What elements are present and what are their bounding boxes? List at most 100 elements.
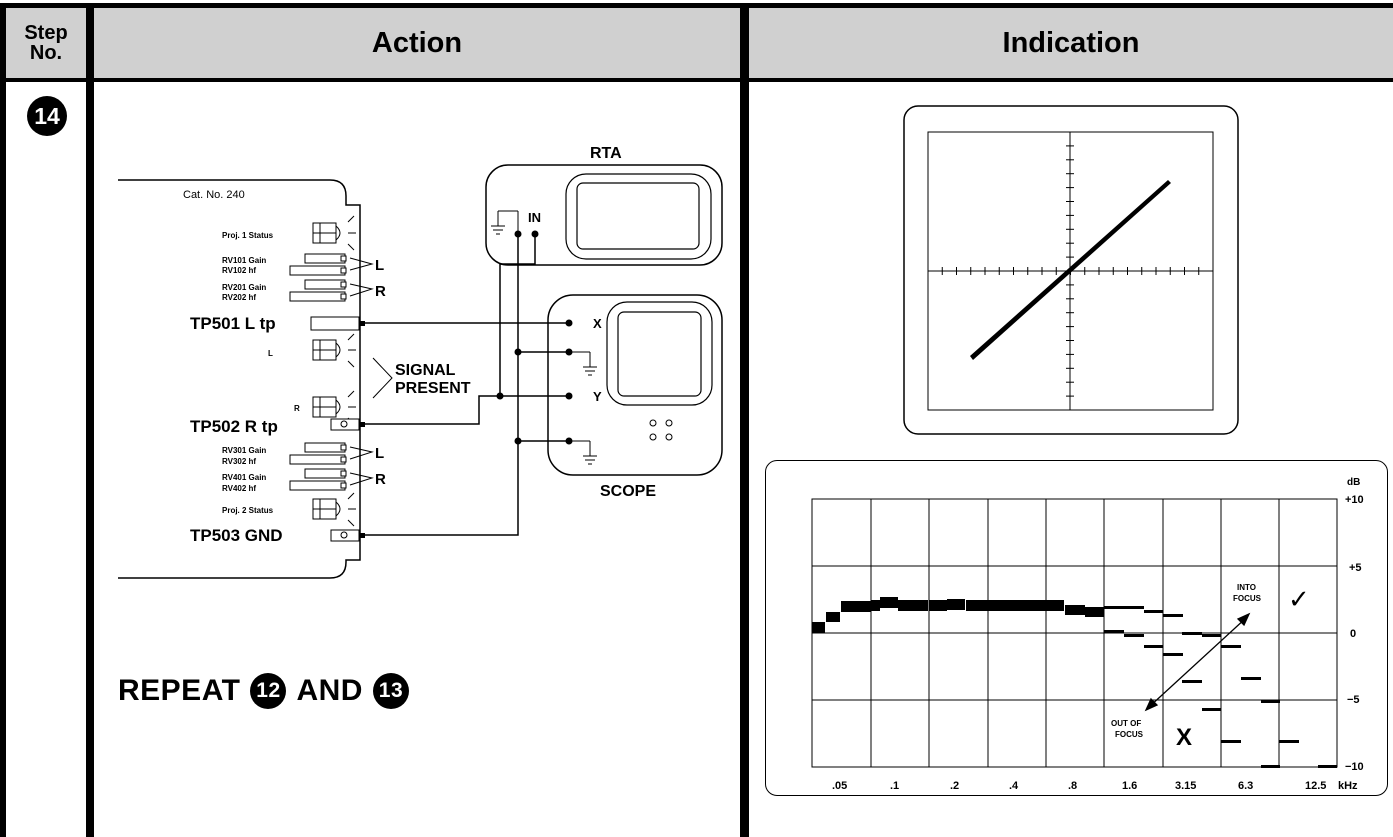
into-focus-label-1: INTO (1237, 583, 1256, 592)
db-unit-label: dB (1347, 477, 1360, 488)
indication-header-label: Indication (1002, 26, 1140, 59)
y-label-minus10: −10 (1345, 761, 1364, 773)
x-unit-label: kHz (1338, 780, 1358, 792)
response-bar (1182, 680, 1202, 683)
response-bar (871, 600, 880, 611)
panel-title: Cat. No. 240 (183, 189, 245, 201)
scope-screen (617, 311, 702, 397)
action-column-divider (740, 3, 749, 837)
out-of-focus-label-1: OUT OF (1111, 719, 1141, 728)
signal-r-label: R (294, 404, 300, 413)
rv402-trimmer (289, 480, 346, 491)
indication-header: Indication (749, 8, 1393, 78)
scope-label: SCOPE (600, 483, 656, 500)
rv2-r-label: R (375, 283, 386, 300)
rv1-l-label: L (375, 257, 384, 274)
rv302-label: RV302 hf (222, 457, 256, 466)
proj1-status-label: Proj. 1 Status (222, 231, 274, 240)
rv3-l-label: L (375, 445, 384, 462)
rv101-trimmer (304, 253, 346, 264)
tp501-label: TP501 L tp (190, 314, 276, 333)
y-label-minus5: −5 (1347, 694, 1360, 706)
proj2-status-label: Proj. 2 Status (222, 506, 274, 515)
rv4-r-label: R (375, 471, 386, 488)
response-bar (1144, 645, 1163, 648)
y-label-plus5: +5 (1349, 562, 1362, 574)
response-bar (1085, 607, 1104, 617)
response-bar (1144, 610, 1163, 613)
response-bar (929, 600, 947, 611)
x-label-0: .05 (832, 780, 847, 792)
repeat-text: REPEAT (118, 674, 241, 707)
step-header-label: Step No. (24, 22, 68, 64)
x-label-7: 6.3 (1238, 780, 1253, 792)
action-header-label: Action (371, 26, 463, 59)
panel-outline (118, 179, 361, 579)
lissajous-trace (970, 180, 1171, 360)
rv301-label: RV301 Gain (222, 446, 266, 455)
x-label-3: .4 (1009, 780, 1019, 792)
response-bar (1261, 765, 1280, 768)
scope-y-label: Y (593, 389, 602, 404)
x-label-5: 1.6 (1122, 780, 1137, 792)
signal-l-label: L (268, 349, 273, 358)
rta-in-label: IN (528, 210, 541, 225)
rv201-trimmer (304, 279, 346, 290)
x-label-8: 12.5 (1305, 780, 1326, 792)
rv202-label: RV202 hf (222, 293, 256, 302)
tp501-connector (310, 316, 360, 331)
repeat-step-a-badge: 12 (250, 673, 287, 709)
response-bar (1182, 632, 1202, 635)
response-bar (1124, 606, 1144, 609)
x-label-6: 3.15 (1175, 780, 1196, 792)
action-header: Action (94, 8, 740, 78)
rv401-label: RV401 Gain (222, 473, 266, 482)
x-label-2: .2 (950, 780, 959, 792)
rv102-trimmer (289, 265, 346, 276)
rta-screen (576, 182, 700, 250)
step-header: Step No. (6, 8, 86, 78)
response-bar (1241, 677, 1261, 680)
rv201-label: RV201 Gain (222, 283, 266, 292)
response-bar (1202, 708, 1221, 711)
x-label-1: .1 (890, 780, 899, 792)
response-bar (1202, 634, 1221, 637)
step-column-divider (86, 3, 94, 837)
response-bar (880, 597, 898, 608)
step-number-badge: 14 (27, 96, 67, 136)
rv302-trimmer (289, 454, 346, 465)
response-bar (1221, 645, 1241, 648)
response-bar (1318, 765, 1337, 768)
rv401-trimmer (304, 468, 346, 479)
response-bar (826, 612, 840, 622)
scope-x-label: X (593, 316, 602, 331)
rta-response-chart: dB +10 +5 0 −5 −10 .05 .1 .2 .4 .8 1.6 3… (811, 477, 1364, 792)
rv301-trimmer (304, 442, 346, 453)
response-bar (1163, 614, 1183, 617)
response-bar (898, 600, 928, 611)
response-bar (1046, 600, 1064, 611)
y-label-zero: 0 (1350, 628, 1356, 640)
table-top-rule (0, 3, 1393, 8)
table-header-rule (0, 78, 1393, 82)
response-bar (1104, 606, 1124, 609)
repeat-instruction: REPEAT 12 AND 13 (118, 666, 419, 716)
y-label-plus10: +10 (1345, 494, 1364, 506)
response-bar (1279, 740, 1299, 743)
response-bar (1104, 630, 1124, 633)
response-bar (1124, 634, 1144, 637)
present-label: PRESENT (395, 380, 471, 397)
rv101-label: RV101 Gain (222, 256, 266, 265)
response-bar (1221, 740, 1241, 743)
tp502-label: TP502 R tp (190, 417, 278, 436)
response-bar (1261, 700, 1280, 703)
response-bar (812, 622, 825, 633)
rta-label: RTA (590, 145, 622, 162)
table-left-border (0, 3, 6, 837)
out-of-focus-label-2: FOCUS (1115, 730, 1144, 739)
response-bar (966, 600, 988, 611)
response-bar (1163, 653, 1183, 656)
rv102-label: RV102 hf (222, 266, 256, 275)
response-bar (947, 599, 965, 610)
repeat-and-text: AND (296, 674, 363, 707)
